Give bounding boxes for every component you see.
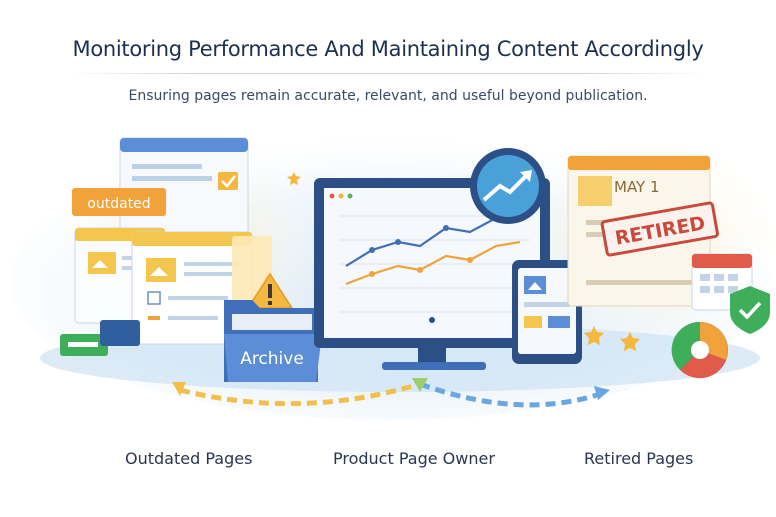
shield-check-icon (730, 286, 770, 334)
outdated-pages-group (74, 137, 272, 345)
label-outdated-pages: Outdated Pages (125, 449, 253, 468)
outdated-tag-text: outdated (87, 196, 150, 212)
archive-folder-icon: Archive (224, 300, 322, 382)
content-maintenance-illustration: outdated Archive (10, 130, 776, 420)
page-subtitle: Ensuring pages remain accurate, relevant… (128, 88, 648, 104)
arrow-head-right (594, 386, 610, 400)
label-product-page-owner: Product Page Owner (333, 449, 495, 468)
label-retired-pages: Retired Pages (584, 449, 694, 468)
tablet-icon (512, 260, 582, 364)
trending-up-icon (470, 148, 546, 224)
outdated-tag: outdated (72, 188, 166, 216)
pie-chart-icon (671, 321, 728, 379)
trend-line-blue (345, 212, 521, 267)
page-title: Monitoring Performance And Maintaining C… (72, 37, 704, 61)
arrow-head-mid (412, 378, 428, 392)
flow-arrows (179, 381, 601, 408)
stars-decoration (287, 172, 640, 351)
arrow-head-left (172, 382, 186, 396)
date-label: MAY 1 (614, 178, 660, 196)
archive-folder-label: Archive (240, 349, 304, 369)
green-tile-line (68, 342, 98, 347)
trend-line-orange (345, 240, 521, 286)
blue-tile-icon (100, 320, 140, 346)
title-divider (70, 73, 706, 74)
